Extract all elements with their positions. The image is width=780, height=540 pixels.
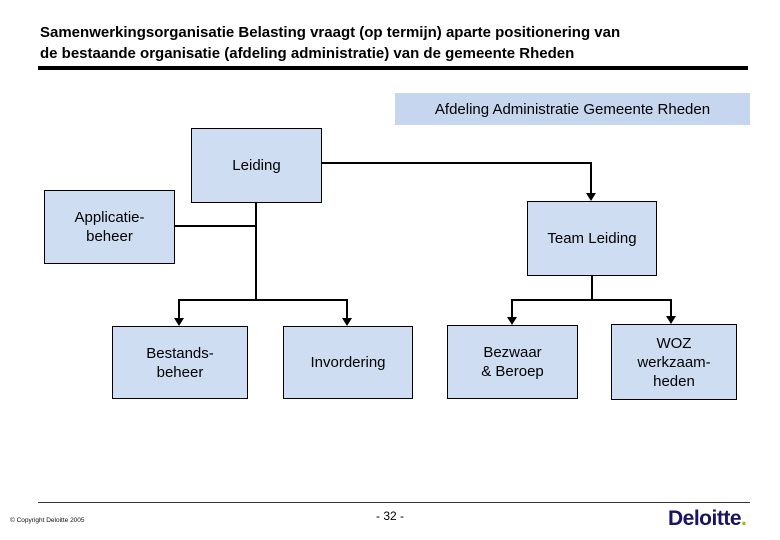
title-underline — [38, 66, 748, 70]
org-node-applicatiebeheer: Applicatie- beheer — [44, 190, 175, 264]
connector-left-group-horizontal — [178, 299, 348, 301]
org-node-invordering: Invordering — [283, 326, 413, 399]
connector-woz-stub — [670, 300, 672, 316]
copyright-text: © Copyright Deloitte 2005 — [10, 517, 85, 524]
page-number: - 32 - — [375, 509, 404, 523]
page-title-line1: Samenwerkingsorganisatie Belasting vraag… — [40, 24, 621, 41]
deloitte-logo-green-dot: . — [741, 507, 747, 530]
header-strip: Afdeling Administratie Gemeente Rheden — [395, 93, 750, 125]
org-node-woz-werkzaamheden: WOZ werkzaam- heden — [611, 324, 737, 400]
connector-applicatiebeheer — [175, 225, 256, 227]
deloitte-logo-wordmark: Deloitte — [668, 507, 742, 530]
connector-leiding-down — [255, 203, 257, 300]
org-node-bezwaar-beroep: Bezwaar & Beroep — [447, 325, 578, 399]
org-node-bestandsbeheer: Bestands- beheer — [112, 326, 248, 399]
connector-invordering-stub — [346, 300, 348, 318]
page-title-line2: de bestaande organisatie (afdeling admin… — [40, 45, 575, 62]
arrow-down-icon — [174, 318, 184, 326]
header-strip-label: Afdeling Administratie Gemeente Rheden — [434, 100, 711, 118]
connector-right-group-horizontal — [511, 299, 672, 301]
connector-teamleiding-stub — [590, 162, 592, 193]
connector-leiding-to-teamleiding — [322, 162, 591, 164]
deloitte-logo: Deloitte. — [668, 507, 747, 531]
arrow-down-icon — [342, 318, 352, 326]
arrow-down-icon — [507, 317, 517, 325]
org-node-leiding: Leiding — [191, 128, 322, 203]
org-node-team-leiding: Team Leiding — [527, 201, 657, 276]
connector-bestandsbeheer-stub — [178, 300, 180, 318]
arrow-down-icon — [666, 316, 676, 324]
connector-bezwaar-stub — [511, 300, 513, 317]
page-title: Samenwerkingsorganisatie Belasting vraag… — [40, 22, 755, 64]
footer-divider — [38, 502, 750, 503]
connector-teamleiding-down — [591, 276, 593, 300]
arrow-down-icon — [586, 193, 596, 201]
